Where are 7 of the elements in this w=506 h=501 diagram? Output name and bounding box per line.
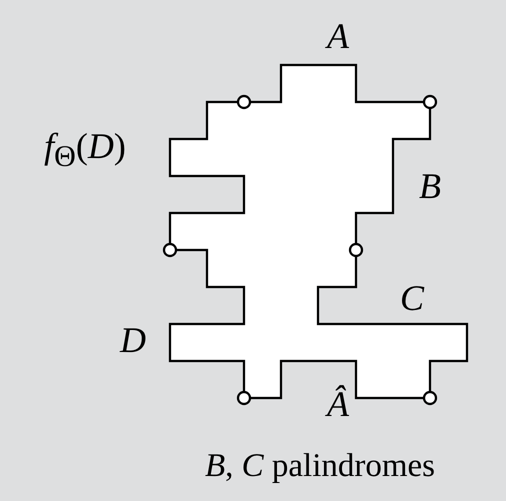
segment-label: f$_{Θ}$(D) (44, 128, 126, 172)
segment-label: Â (327, 386, 349, 422)
caption: B, C palindromes (204, 450, 436, 482)
segment-label: C (400, 280, 424, 316)
segment-label: D (120, 322, 146, 358)
segment-label: A (327, 18, 349, 54)
segment-label: B (419, 168, 441, 204)
